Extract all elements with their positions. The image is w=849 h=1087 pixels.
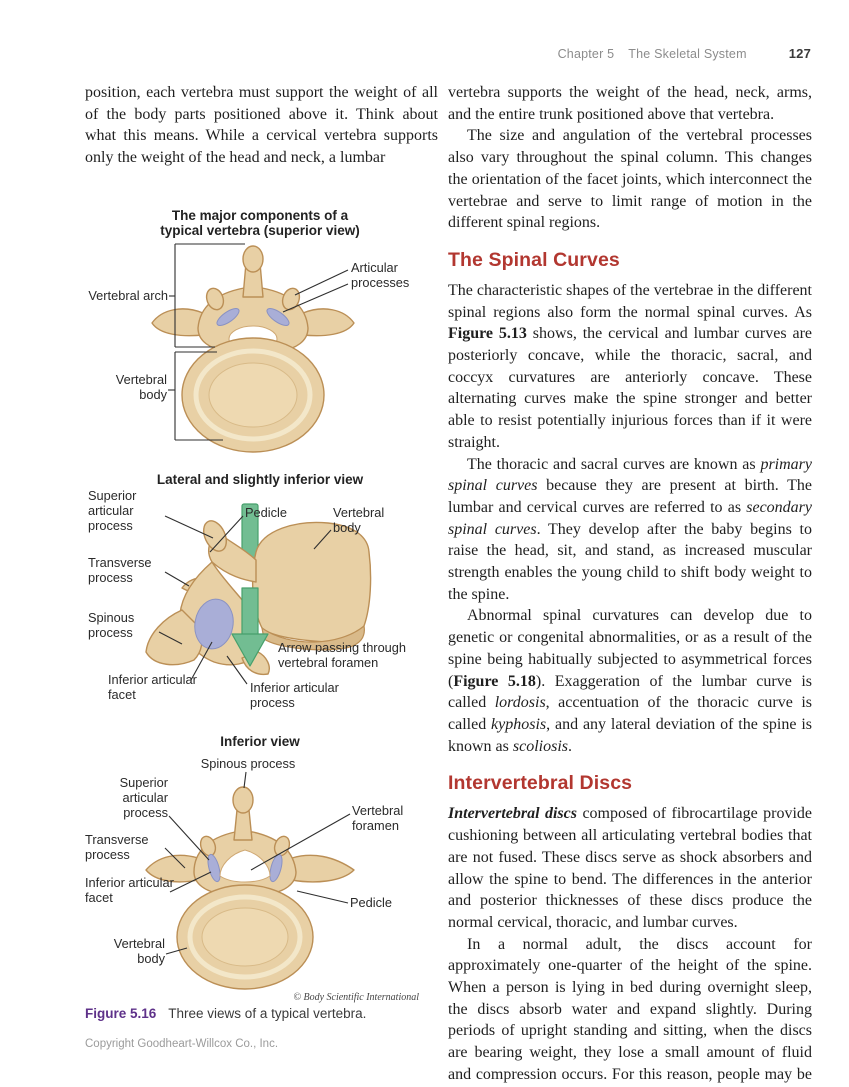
label-superior-articular-process: Superior articular process bbox=[119, 775, 168, 820]
book-section-title: The Skeletal System bbox=[628, 47, 747, 61]
spinous-process-knob bbox=[242, 245, 264, 273]
paragraph: The characteristic shapes of the vertebr… bbox=[448, 281, 813, 451]
label-spinous-process: Spinous process bbox=[88, 610, 135, 640]
articular-facet-right bbox=[266, 307, 290, 327]
label-inferior-articular-facet: Inferior articular facet bbox=[108, 672, 197, 702]
vertebra-superior-view-illustration bbox=[151, 245, 355, 453]
label-vertebral-body: Vertebral body bbox=[115, 372, 167, 402]
transverse-process-right bbox=[291, 854, 355, 883]
transverse-process-left bbox=[151, 308, 204, 337]
label-inferior-articular-facet: Inferior articular facet bbox=[85, 875, 174, 905]
label-vertebral-arch: Vertebral arch bbox=[88, 288, 168, 303]
left-column: position, each vertebra must support the… bbox=[85, 82, 438, 169]
page-number: 127 bbox=[788, 46, 811, 61]
running-head: Chapter 5 The Skeletal System 127 bbox=[558, 46, 811, 61]
figure-caption-text: Three views of a typical vertebra. bbox=[168, 1006, 367, 1021]
superior-articular-process-left bbox=[205, 287, 225, 311]
articular-facet-left bbox=[216, 307, 240, 327]
paragraph: vertebra supports the weight of the head… bbox=[448, 84, 812, 123]
section-heading: The Spinal Curves bbox=[448, 248, 620, 271]
label-arrow-note: Arrow passing through vertebral foramen bbox=[278, 640, 407, 670]
body-core bbox=[201, 907, 289, 967]
right-column: vertebra supports the weight of the head… bbox=[448, 82, 812, 1087]
paragraph: In a normal adult, the discs account for… bbox=[448, 935, 812, 1083]
label-vertebral-body: Vertebral body bbox=[113, 936, 165, 966]
figure-caption: Figure 5.16 Three views of a typical vert… bbox=[85, 1006, 366, 1021]
label-pedicle: Pedicle bbox=[245, 505, 287, 520]
inferior-view-title: Inferior view bbox=[220, 734, 300, 749]
paragraph: The size and angulation of the vertebral… bbox=[448, 127, 812, 232]
figure-credit: © Body Scientific International bbox=[293, 992, 419, 1003]
chapter-label: Chapter 5 bbox=[557, 47, 615, 61]
section-heading: Intervertebral Discs bbox=[448, 772, 633, 795]
label-articular-processes: Articular processes bbox=[351, 260, 410, 290]
inferior-articular-facet-left bbox=[207, 853, 221, 883]
green-arrow-lower bbox=[241, 587, 259, 637]
label-vertebral-foramen: Vertebral foramen bbox=[352, 803, 404, 833]
transverse-process-right bbox=[302, 308, 355, 337]
label-superior-articular-process: Superior articular process bbox=[88, 488, 137, 533]
label-vertebral-body: Vertebral body bbox=[333, 505, 385, 535]
superior-view-title: The major components of a typical verteb… bbox=[160, 208, 360, 238]
label-transverse-process: Transverse process bbox=[88, 555, 152, 585]
label-transverse-process: Transverse process bbox=[85, 832, 149, 862]
lateral-view-title: Lateral and slightly inferior view bbox=[156, 472, 364, 487]
paragraph: Abnormal spinal curvatures can develop d… bbox=[448, 607, 812, 755]
body-ring-highlight bbox=[193, 348, 313, 442]
paragraph: position, each vertebra must support the… bbox=[85, 84, 438, 167]
body-ring-highlight bbox=[187, 894, 303, 980]
body-core bbox=[208, 362, 298, 428]
figure-number: Figure 5.16 bbox=[85, 1006, 157, 1021]
paragraph: Intervertebral discs composed of fibroca… bbox=[448, 805, 813, 931]
spinous-stem bbox=[233, 809, 253, 841]
vertebral-body-lip bbox=[261, 625, 365, 651]
spinous-process-knob bbox=[232, 786, 254, 814]
copyright-footer: Copyright Goodheart-Willcox Co., Inc. bbox=[85, 1038, 279, 1050]
green-arrow-head bbox=[231, 633, 269, 667]
figure-5-16: The major components of a typical verteb… bbox=[85, 200, 435, 1045]
paragraph: The thoracic and sacral curves are known… bbox=[448, 455, 813, 603]
vertebral-body-bone bbox=[251, 521, 372, 643]
label-spinous-process: Spinous process bbox=[200, 756, 296, 771]
label-inferior-articular-process: Inferior articular process bbox=[250, 680, 339, 710]
label-pedicle: Pedicle bbox=[350, 895, 392, 910]
